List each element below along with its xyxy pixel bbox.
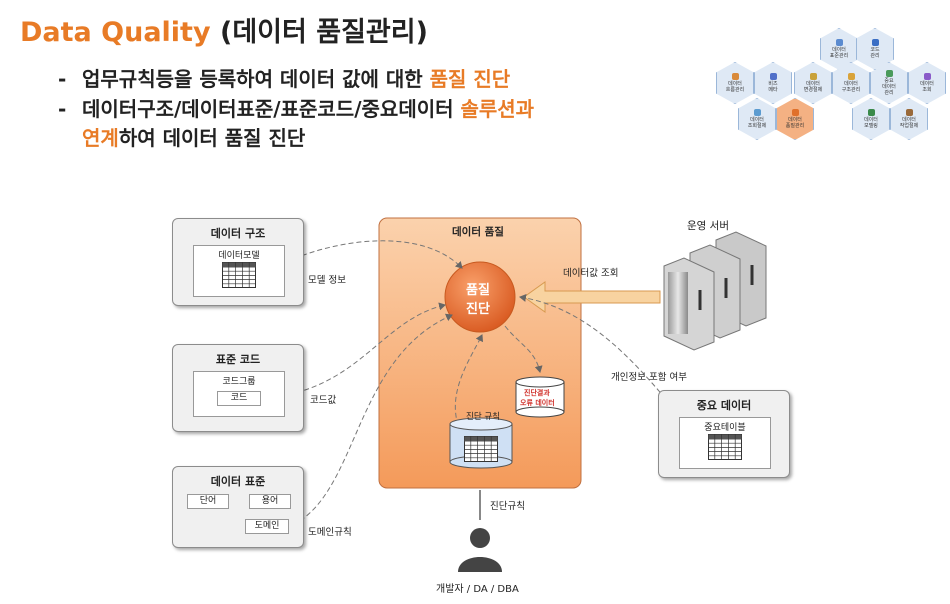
developer-avatar [458,528,502,572]
server-stack [663,231,767,351]
data-structure-title: 데이터 구조 [210,227,266,240]
data-structure-box: 데이터 구조 데이터모델 [172,218,304,306]
menu-item-icon [923,73,931,80]
developer-label: 개발자 / DA / DBA [436,584,519,595]
menu-item-icon [885,70,893,77]
bullet-dash: - [58,97,67,121]
hex-menu-label: 중요 데이터 관리 [882,78,896,96]
hex-menu-label: 데이터 품질관리 [785,117,805,129]
data-std-box: 데이터 표준 단어 용어 도메인 [172,466,304,548]
hex-menu-label: 데이터 흐름관리 [725,81,745,93]
word-item: 단어 [187,494,229,509]
data-std-title: 데이터 표준 [210,475,266,488]
bullet-3-highlight: 연계 [82,126,119,150]
rules-table-icon [464,436,498,466]
hex-menu-label: 데이터 변경절제 [803,81,823,93]
bullet-dash: - [58,67,67,91]
code-group-label: 코드그룹 [222,377,256,387]
connector-model [279,240,463,269]
personal-info-label: 개인정보 포함 여부 [611,372,687,383]
hex-menu-label: 데이터 작업절제 [899,117,919,129]
menu-item-icon [835,39,843,46]
table-icon [222,262,256,292]
connector-domain [285,313,453,529]
term-item: 용어 [249,494,291,509]
bullet-1-text: 업무규칙등을 등록하여 데이터 값에 대한 [82,67,430,91]
title-rest: (데이터 품질관리) [210,17,428,48]
important-data-title: 중요 데이터 [696,399,752,412]
menu-item-icon [871,39,879,46]
bullet-2-text: 데이터구조/데이터표준/표준코드/중요데이터 [82,97,461,121]
bullet-2-highlight: 솔루션과 [460,97,535,121]
std-code-box: 표준 코드 코드그룹 코드 [172,344,304,432]
bullet-1: -업무규칙등을 등록하여 데이터 값에 대한 품질 진단 [58,63,510,92]
quality-box [378,217,582,489]
query-arrow [523,281,661,313]
hex-menu-label: 데이터 구조관리 [841,81,861,93]
data-model-label: 데이터모델 [218,251,260,261]
menu-item-icon [769,73,777,80]
result-line-2: 오류 데이터 [520,399,555,407]
server-title: 운영 서버 [687,220,729,232]
code-value-label: 코드값 [310,395,337,406]
diagnosis-line-2: 진단 [466,302,490,317]
menu-item-icon [905,109,913,116]
data-model-panel: 데이터모델 [193,245,285,297]
std-code-title: 표준 코드 [215,353,261,366]
menu-item-icon [847,73,855,80]
menu-item-icon [753,109,761,116]
hex-menu-label: 데이터 조회 [920,81,934,93]
table-icon [708,434,742,464]
important-table-label: 중요테이블 [704,423,746,433]
title-accent: Data Quality [20,17,211,48]
domain-rule-label: 도메인규칙 [308,527,352,538]
result-cylinder [515,376,565,418]
hex-menu-label: 데이터 모델링 [864,117,878,129]
diag-rule-label: 진단규칙 [490,501,525,512]
bullet-1-highlight: 품질 진단 [429,67,511,91]
hex-menu-label: 비즈 메타 [768,81,778,93]
important-table-panel: 중요테이블 [679,417,771,469]
bullet-3-text: 하여 데이터 품질 진단 [118,126,306,150]
connector-rules [454,334,484,441]
diagnosis-line-1: 품질 [466,283,490,298]
menu-item-icon [867,109,875,116]
hex-menu-label: 데이터 조회절제 [747,117,767,129]
model-info-label: 모델 정보 [308,275,346,286]
rules-label: 진단 규칙 [466,412,500,422]
important-data-box: 중요 데이터 중요테이블 [658,390,790,478]
quality-title: 데이터 품질 [452,226,504,238]
code-item: 코드 [217,391,261,406]
bullet-2: -데이터구조/데이터표준/표준코드/중요데이터 솔루션과 [58,93,534,122]
hex-menu-label: 코드 관리 [870,47,880,59]
result-line-1: 진단결과 [524,389,550,397]
menu-item-icon [791,109,799,116]
domain-item: 도메인 [245,519,289,534]
bullet-3: 연계하여 데이터 품질 진단 [82,122,305,151]
hex-menu-label: 데이터 표준관리 [829,47,849,59]
data-query-label: 데이터값 조회 [563,268,619,279]
menu-item-icon [809,73,817,80]
page-title: Data Quality (데이터 품질관리) [20,10,428,49]
menu-item-icon [731,73,739,80]
diagnosis-circle [444,261,516,333]
